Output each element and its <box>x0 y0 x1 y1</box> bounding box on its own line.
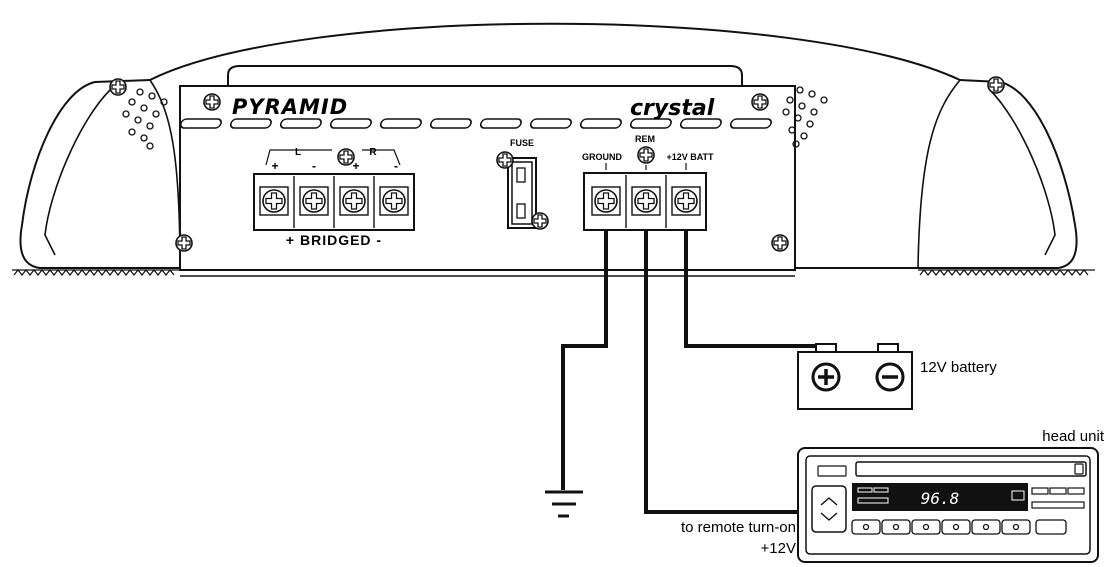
amp-top-arch <box>149 22 961 81</box>
terminal-minus-label: - <box>394 159 398 173</box>
head-unit-label: head unit <box>1042 428 1105 445</box>
amp-right-wing-edge <box>917 79 961 269</box>
terminal-minus-label: - <box>312 159 316 173</box>
amp-model-logo: crystal <box>630 96 715 121</box>
amp-handle-recess <box>227 65 743 86</box>
screw-icon <box>203 93 221 111</box>
terminal-plus-label: + <box>271 159 278 173</box>
amp-vent-slots <box>179 118 772 129</box>
power-terminal-block: GROUND REM +12V BATT <box>582 134 714 231</box>
ground-label: GROUND <box>582 152 622 162</box>
head-unit-display: 96.8 <box>921 489 960 508</box>
amp-left-foot <box>12 269 180 276</box>
battery-positive-icon <box>811 362 841 392</box>
terminal-plus-label: + <box>352 159 359 173</box>
amp-left-wing <box>19 79 180 269</box>
fuse-label: FUSE <box>510 138 534 148</box>
screw-icon <box>771 234 789 252</box>
bridged-label: + BRIDGED - <box>286 232 382 248</box>
amp-right-wing <box>795 79 1078 269</box>
amp-front-panel <box>179 85 796 271</box>
battery-wire <box>684 230 816 348</box>
amp-right-wing-inner <box>989 89 1056 256</box>
amp-left-grill-dots <box>122 88 168 150</box>
amp-right-foot <box>918 269 1095 276</box>
screw-icon <box>637 146 655 164</box>
remote-caption-line1: to remote turn-on <box>681 519 796 536</box>
rem-label: REM <box>635 134 655 144</box>
right-channel-label: R <box>369 147 377 158</box>
screw-icon <box>175 234 193 252</box>
fuse-holder: FUSE <box>496 138 549 230</box>
screw-icon <box>987 76 1005 94</box>
amp-left-wing-inner <box>44 89 111 256</box>
speaker-terminal-block: L R + - + - + BRIDGED - <box>253 147 415 248</box>
amp-right-grill-dots <box>782 86 828 148</box>
head-unit-preset-buttons <box>851 519 1067 535</box>
battery-negative-icon <box>875 362 905 392</box>
screw-icon <box>109 78 127 96</box>
remote-wire <box>644 230 798 514</box>
remote-caption-line2: +12V <box>761 540 796 557</box>
batt-label: +12V BATT <box>666 152 714 162</box>
left-channel-label: L <box>295 147 301 158</box>
battery: 12V battery <box>797 343 997 410</box>
screw-icon <box>496 151 514 169</box>
ground-icon <box>545 490 583 518</box>
amp-brand-logo: PYRAMID <box>232 95 348 119</box>
amp-left-wing-edge <box>149 79 181 269</box>
ground-wire <box>561 230 608 490</box>
wires <box>561 230 816 514</box>
head-unit: head unit 96.8 <box>797 428 1105 563</box>
battery-label: 12V battery <box>920 359 997 376</box>
screw-icon <box>531 212 549 230</box>
amplifier: PYRAMID crystal L R + - + - + BRIDGED - … <box>12 22 1095 277</box>
screw-icon <box>751 93 769 111</box>
